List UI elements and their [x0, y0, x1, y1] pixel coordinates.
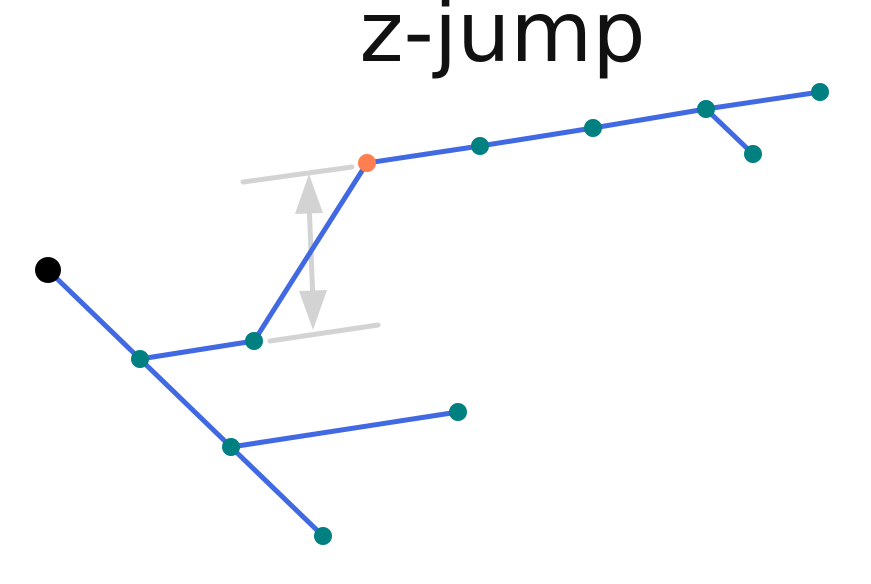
highlight-node	[358, 154, 376, 172]
nodes	[35, 83, 829, 545]
edge-root-n1	[45, 267, 143, 362]
node-n4	[471, 137, 489, 155]
diagram-title: z-jump	[359, 0, 646, 81]
node-n9	[222, 438, 240, 456]
node-n11	[314, 527, 332, 545]
jump-arrow-head-up	[295, 174, 323, 214]
node-n5	[584, 119, 602, 137]
node-n10	[449, 403, 467, 421]
edge-n5-n6	[590, 106, 709, 131]
edge-n6-n7	[703, 89, 823, 112]
edge-n9-n11	[228, 444, 326, 539]
edge-n1-n2	[137, 338, 257, 362]
node-n8	[744, 145, 762, 163]
node-n6	[697, 100, 715, 118]
root-node	[35, 257, 61, 283]
node-n1	[131, 350, 149, 368]
edges	[45, 89, 823, 539]
edge-n4-n5	[477, 125, 596, 149]
jump-arrow-head-down	[299, 290, 327, 330]
edge-n1-n9	[137, 356, 234, 450]
node-n2	[245, 332, 263, 350]
edge-n6-n8	[703, 106, 756, 157]
edge-n9-n10	[228, 409, 461, 450]
upper-level-line	[240, 164, 355, 185]
edge-n3-n4	[364, 143, 483, 166]
edge-n2-n3	[251, 160, 370, 344]
node-n7	[811, 83, 829, 101]
lower-level-line	[267, 322, 381, 344]
